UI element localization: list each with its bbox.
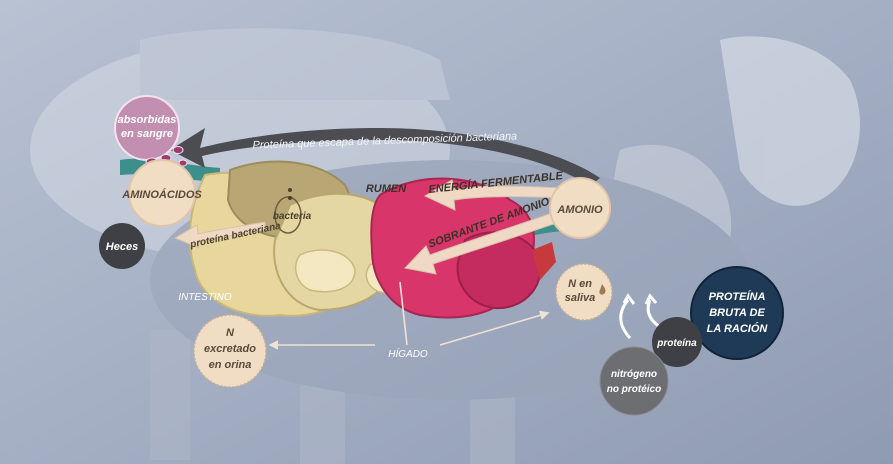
bacteria-label: bacteria bbox=[273, 211, 312, 222]
amino-acids-label: AMINOÁCIDOS bbox=[121, 188, 202, 201]
feces-label: Heces bbox=[106, 241, 138, 253]
n-saliva-line-2: saliva bbox=[565, 292, 596, 304]
liver-label: HÍGADO bbox=[388, 347, 428, 360]
crude-protein-line-2: BRUTA DE bbox=[709, 307, 765, 319]
intestine-label: INTESTINO bbox=[178, 292, 232, 303]
non-protein-n-circle bbox=[600, 347, 668, 415]
absorbed-line-2: en sangre bbox=[121, 128, 173, 140]
ammonia-label: AMONIO bbox=[556, 204, 603, 216]
n-urine-line-3: en orina bbox=[209, 359, 252, 371]
rumen-label: RUMEN bbox=[366, 183, 407, 195]
crude-protein-line-1: PROTEÍNA bbox=[709, 290, 766, 303]
bacteria-dot-2 bbox=[288, 196, 292, 200]
bacteria-dot-1 bbox=[288, 188, 292, 192]
n-urine-line-2: excretado bbox=[204, 343, 256, 355]
protein-label: proteína bbox=[656, 338, 697, 349]
n-urine-line-1: N bbox=[226, 327, 235, 339]
n-saliva-line-1: N en bbox=[568, 278, 592, 290]
non-protein-n-line-1: nitrógeno bbox=[611, 369, 657, 380]
non-protein-n-line-2: no protéico bbox=[607, 384, 661, 395]
crude-protein-line-3: LA RACIÓN bbox=[707, 322, 769, 335]
reticulum-organ bbox=[296, 250, 355, 292]
absorbed-line-1: absorbidas bbox=[118, 114, 177, 126]
